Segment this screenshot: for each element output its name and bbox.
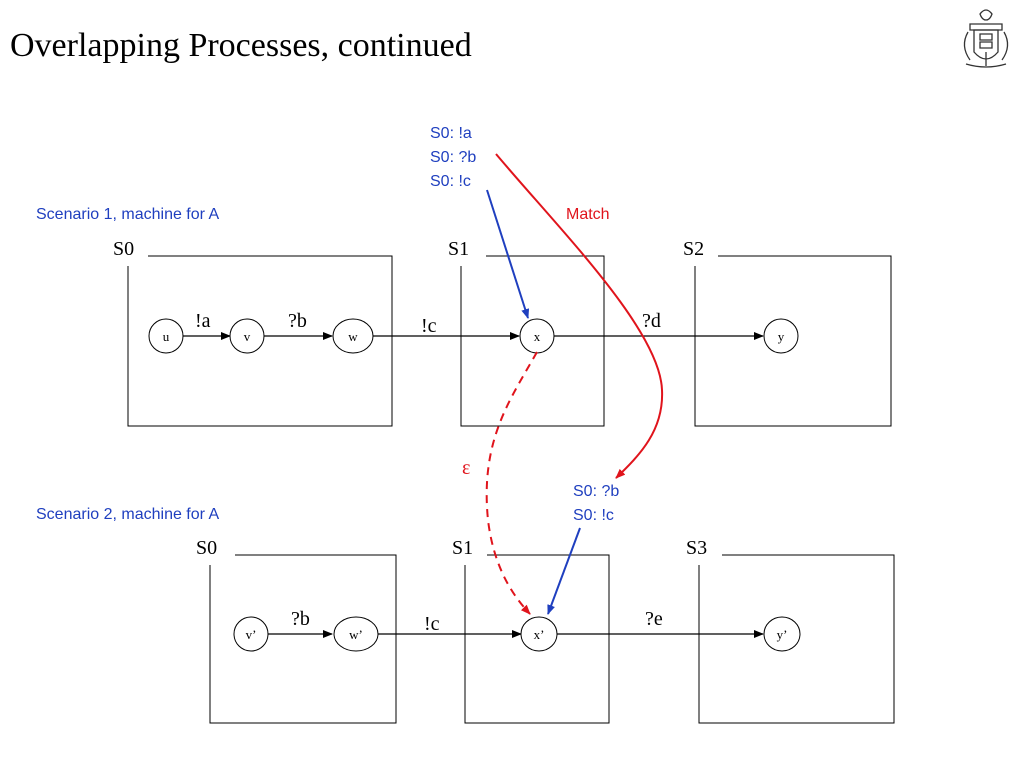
state-label: S1 — [448, 238, 469, 260]
bottom-note: S0: ?b S0: !c — [573, 483, 619, 524]
node-w: w — [332, 318, 374, 354]
note-line: S0: !a — [430, 125, 472, 142]
slide-title: Overlapping Processes, continued — [10, 27, 472, 64]
epsilon-arrow — [485, 351, 538, 615]
state-label: S0 — [113, 238, 134, 260]
svg-text:v: v — [244, 329, 251, 344]
state-label: S2 — [683, 238, 704, 260]
match-arrow — [495, 153, 664, 479]
node-y-prime: y’ — [763, 616, 801, 652]
svg-text:v’: v’ — [246, 627, 257, 642]
edge-label: !c — [421, 315, 437, 337]
node-x: x — [519, 318, 555, 354]
edge-label: !c — [424, 613, 440, 635]
scenario2-state-s1: S1 — [452, 537, 610, 724]
epsilon-label: ε — [462, 457, 470, 479]
node-v-prime: v’ — [233, 616, 269, 652]
state-label: S1 — [452, 537, 473, 559]
edge-label: !a — [195, 310, 211, 332]
scenario1-state-s1: S1 — [448, 238, 605, 427]
node-x-prime: x’ — [520, 616, 558, 652]
top-note: S0: !a S0: ?b S0: !c — [430, 125, 476, 190]
node-u: u — [148, 318, 184, 354]
crest-icon — [963, 9, 1009, 68]
note-line: S0: ?b — [430, 149, 476, 166]
scenario2-state-s3: S3 — [686, 537, 895, 724]
note-line: S0: ?b — [573, 483, 619, 500]
match-label: Match — [566, 206, 610, 223]
svg-text:w: w — [348, 329, 358, 344]
note-arrow-top — [486, 189, 530, 319]
svg-text:x: x — [534, 329, 541, 344]
node-y: y — [763, 318, 799, 354]
edge-label: ?d — [642, 310, 661, 332]
edge-label: ?e — [645, 608, 663, 630]
svg-text:w’: w’ — [349, 627, 363, 642]
scenario2-state-s0: S0 — [196, 537, 397, 724]
svg-text:x’: x’ — [534, 627, 545, 642]
note-line: S0: !c — [430, 173, 471, 190]
note-arrow-bottom — [547, 527, 581, 615]
scenario1-state-s2: S2 — [683, 238, 892, 427]
state-label: S3 — [686, 537, 707, 559]
node-v: v — [229, 318, 265, 354]
edge-label: ?b — [288, 310, 307, 332]
svg-text:y: y — [778, 329, 785, 344]
state-label: S0 — [196, 537, 217, 559]
svg-text:u: u — [163, 329, 170, 344]
node-w-prime: w’ — [333, 616, 379, 652]
scenario2-label: Scenario 2, machine for A — [36, 506, 220, 523]
svg-text:y’: y’ — [777, 627, 788, 642]
scenario1-label: Scenario 1, machine for A — [36, 206, 220, 223]
edge-label: ?b — [291, 608, 310, 630]
note-line: S0: !c — [573, 507, 614, 524]
scenario1-state-s0: S0 — [113, 238, 393, 427]
